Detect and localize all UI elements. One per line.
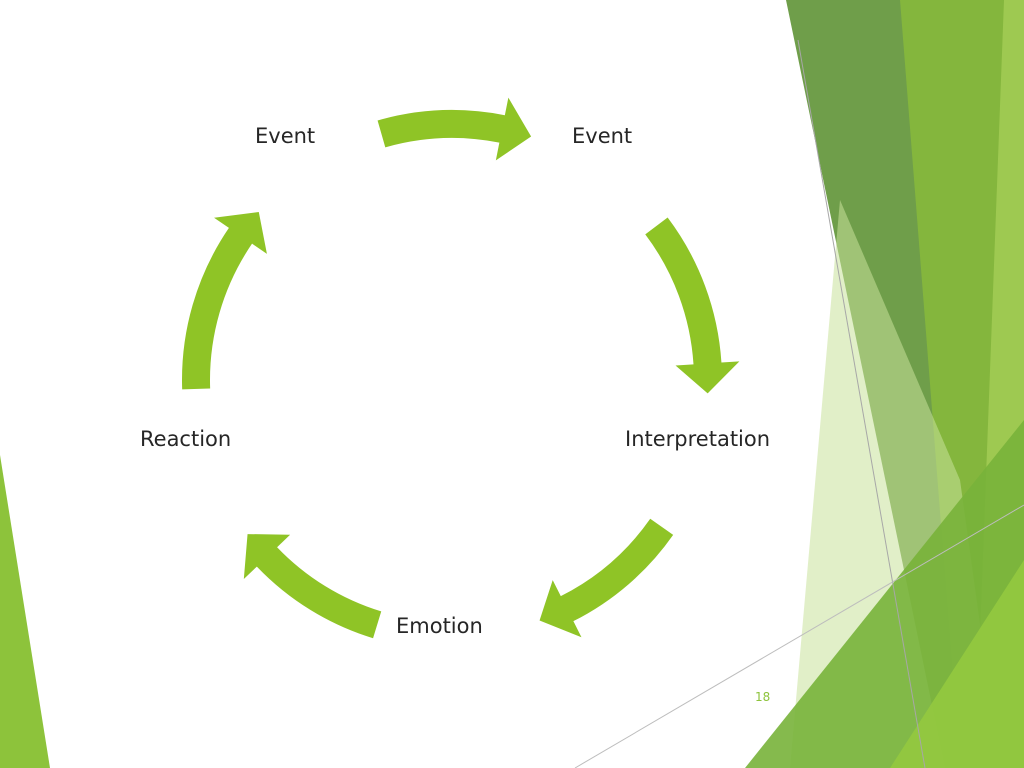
decor-line-2	[574, 504, 1024, 768]
arrow-reaction-to-event	[182, 212, 267, 390]
arrow-emotion-to-reaction	[243, 534, 382, 639]
cycle-node-label-reaction: Reaction	[140, 427, 232, 451]
arrow-event-to-interpretation	[645, 217, 740, 394]
arrow-event-to-event	[377, 97, 532, 161]
decor-line-1	[797, 39, 926, 768]
cycle-node-label-emotion: Emotion	[396, 614, 483, 638]
cycle-node-label-event-2: Event	[572, 124, 633, 148]
arrow-interpretation-to-emotion	[539, 518, 674, 638]
cycle-node-label-event-1: Event	[255, 124, 316, 148]
decor-left-sliver	[0, 455, 50, 768]
cycle-node-label-interpretation: Interpretation	[625, 427, 771, 451]
decor-triangle-bottom-light	[890, 560, 1024, 768]
slide-page-number: 18	[755, 690, 771, 704]
